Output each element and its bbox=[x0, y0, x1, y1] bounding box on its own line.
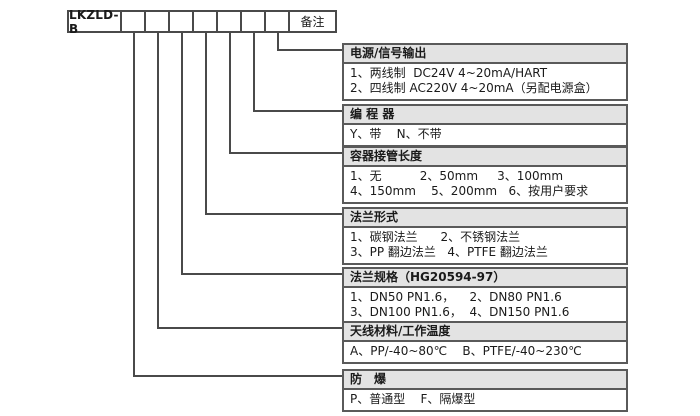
connector-vertical bbox=[133, 33, 135, 377]
option-section-2: 编 程 器 Y、带 N、不带 bbox=[342, 104, 628, 147]
connector-horizontal bbox=[133, 375, 342, 377]
option-line: 2、四线制 AC220V 4~20mA（另配电源盒） bbox=[350, 81, 598, 95]
option-line: 1、两线制 DC24V 4~20mA/HART bbox=[350, 66, 548, 80]
option-line: 1、无 2、50mm 3、100mm bbox=[350, 169, 564, 183]
option-line: 1、DN50 PN1.6， 2、DN80 PN1.6 bbox=[350, 290, 562, 304]
connector-vertical bbox=[277, 33, 279, 51]
option-line: 3、DN100 PN1.6， 4、DN150 PN1.6 bbox=[350, 305, 570, 319]
section-options: P、普通型 F、隔爆型 bbox=[344, 390, 626, 410]
connector-vertical bbox=[157, 33, 159, 329]
section-title: 容器接管长度 bbox=[344, 148, 626, 167]
option-line: 3、PP 翻边法兰 4、PTFE 翻边法兰 bbox=[350, 245, 548, 259]
option-line: 1、碳钢法兰 2、不锈钢法兰 bbox=[350, 230, 521, 244]
connector-vertical bbox=[253, 33, 255, 112]
connector-horizontal bbox=[277, 49, 342, 51]
connector-vertical bbox=[229, 33, 231, 154]
option-section-7: 防 爆 P、普通型 F、隔爆型 bbox=[342, 369, 628, 412]
connector-horizontal bbox=[205, 213, 342, 215]
code-box-1 bbox=[122, 10, 146, 33]
option-line: Y、带 N、不带 bbox=[350, 127, 442, 141]
section-title: 电源/信号输出 bbox=[344, 45, 626, 64]
connector-horizontal bbox=[229, 152, 342, 154]
remark-label: 备注 bbox=[290, 10, 337, 33]
code-box-6 bbox=[242, 10, 266, 33]
section-title: 编 程 器 bbox=[344, 106, 626, 125]
connector-horizontal bbox=[157, 327, 342, 329]
connector-horizontal bbox=[181, 273, 342, 275]
section-title: 天线材料/工作温度 bbox=[344, 323, 626, 342]
code-box-3 bbox=[170, 10, 194, 33]
section-options: A、PP/-40~80℃ B、PTFE/-40~230℃ bbox=[344, 342, 626, 362]
code-box-2 bbox=[146, 10, 170, 33]
model-prefix-label: LKZLD-B bbox=[67, 8, 122, 36]
model-code-row: LKZLD-B 备注 bbox=[67, 8, 337, 36]
option-line: A、PP/-40~80℃ B、PTFE/-40~230℃ bbox=[350, 344, 582, 358]
section-title: 防 爆 bbox=[344, 371, 626, 390]
section-title: 法兰规格（HG20594-97） bbox=[344, 269, 626, 288]
connector-vertical bbox=[205, 33, 207, 215]
connector-horizontal bbox=[253, 110, 342, 112]
code-box-4 bbox=[194, 10, 218, 33]
code-box-7 bbox=[266, 10, 290, 33]
code-box-5 bbox=[218, 10, 242, 33]
option-line: P、普通型 F、隔爆型 bbox=[350, 392, 476, 406]
section-options: Y、带 N、不带 bbox=[344, 125, 626, 145]
option-section-5: 法兰规格（HG20594-97） 1、DN50 PN1.6， 2、DN80 PN… bbox=[342, 267, 628, 325]
option-section-6: 天线材料/工作温度 A、PP/-40~80℃ B、PTFE/-40~230℃ bbox=[342, 321, 628, 364]
connector-vertical bbox=[181, 33, 183, 275]
section-title: 法兰形式 bbox=[344, 209, 626, 228]
option-line: 4、150mm 5、200mm 6、按用户要求 bbox=[350, 184, 589, 198]
